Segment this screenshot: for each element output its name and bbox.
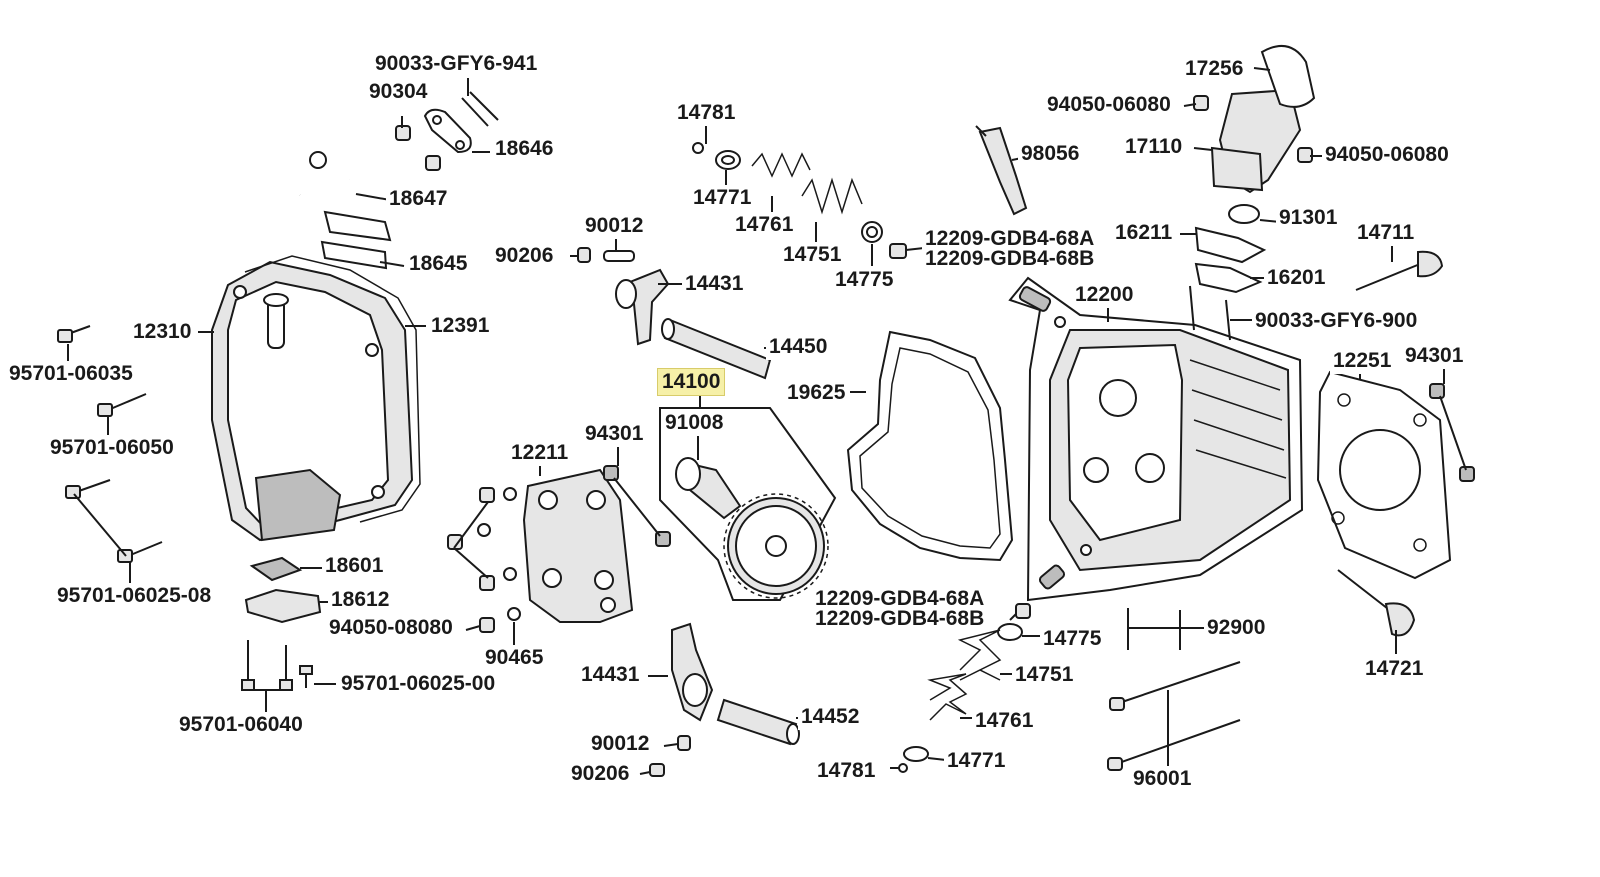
part-label-12209-gdb4-68b-top[interactable]: 12209-GDB4-68B bbox=[922, 246, 1098, 272]
part-label-95701-06025-08[interactable]: 95701-06025-08 bbox=[54, 583, 215, 609]
part-label-18645[interactable]: 18645 bbox=[406, 251, 471, 277]
rocker-arm-bottom bbox=[649, 622, 800, 777]
intake-manifold bbox=[1193, 44, 1316, 194]
valve-spring-set-bottom bbox=[898, 603, 1031, 773]
nuts-washers bbox=[447, 487, 521, 633]
part-label-14711[interactable]: 14711 bbox=[1354, 220, 1418, 246]
part-label-94301-mid[interactable]: 94301 bbox=[582, 421, 647, 447]
part-label-95701-06040[interactable]: 95701-06040 bbox=[176, 712, 306, 738]
valve-spring-set-top bbox=[692, 142, 907, 259]
part-label-90033-gfy6-900[interactable]: 90033-GFY6-900 bbox=[1252, 308, 1421, 334]
part-label-98056[interactable]: 98056 bbox=[1018, 141, 1083, 167]
camshaft-group-outline bbox=[659, 407, 837, 601]
part-label-92900[interactable]: 92900 bbox=[1204, 615, 1269, 641]
part-label-95701-06050[interactable]: 95701-06050 bbox=[47, 435, 177, 461]
rocker-arm-top bbox=[577, 247, 772, 380]
part-label-16201[interactable]: 16201 bbox=[1264, 265, 1329, 291]
intake-gaskets bbox=[1189, 204, 1267, 341]
part-label-14775-bottom[interactable]: 14775 bbox=[1040, 626, 1105, 652]
part-label-14775-top[interactable]: 14775 bbox=[832, 267, 897, 293]
part-label-16211[interactable]: 16211 bbox=[1112, 220, 1176, 246]
valves bbox=[1337, 250, 1444, 637]
cylinder-head-cover bbox=[211, 260, 414, 542]
part-label-18646[interactable]: 18646 bbox=[492, 136, 557, 162]
part-label-91008[interactable]: 91008 bbox=[662, 410, 727, 436]
part-label-14431-bottom[interactable]: 14431 bbox=[578, 662, 643, 688]
part-label-18601[interactable]: 18601 bbox=[322, 553, 387, 579]
part-label-94050-08080[interactable]: 94050-08080 bbox=[326, 615, 456, 641]
part-label-96001[interactable]: 96001 bbox=[1130, 766, 1195, 792]
breather-pipe bbox=[280, 107, 392, 270]
cover-gasket-12391 bbox=[244, 255, 421, 523]
part-label-18612[interactable]: 18612 bbox=[328, 587, 393, 613]
part-label-14751-top[interactable]: 14751 bbox=[780, 242, 845, 268]
part-label-95701-06025-00[interactable]: 95701-06025-00 bbox=[338, 671, 499, 697]
part-label-94301-right[interactable]: 94301 bbox=[1402, 343, 1467, 369]
part-label-12200[interactable]: 12200 bbox=[1072, 282, 1137, 308]
part-label-95701-06035[interactable]: 95701-06035 bbox=[6, 361, 136, 387]
part-label-14761-bottom[interactable]: 14761 bbox=[972, 708, 1037, 734]
camshaft bbox=[675, 457, 829, 599]
part-label-17110[interactable]: 17110 bbox=[1122, 134, 1186, 160]
head-gasket-19625 bbox=[846, 330, 1014, 562]
part-label-94050-06080-right[interactable]: 94050-06080 bbox=[1322, 142, 1452, 168]
part-label-90012-bottom[interactable]: 90012 bbox=[588, 731, 653, 757]
camshaft-holder bbox=[522, 468, 634, 623]
dowel-pins-mid bbox=[603, 465, 671, 547]
part-label-14781-top[interactable]: 14781 bbox=[674, 100, 739, 126]
lower-left-parts bbox=[241, 556, 322, 691]
studs-bolts bbox=[1107, 608, 1241, 771]
part-label-18647[interactable]: 18647 bbox=[386, 186, 451, 212]
part-label-12251[interactable]: 12251 bbox=[1330, 348, 1395, 374]
part-label-14781-bottom[interactable]: 14781 bbox=[814, 758, 879, 784]
part-label-14100-highlighted[interactable]: 14100 bbox=[657, 368, 726, 396]
part-label-90012-top[interactable]: 90012 bbox=[582, 213, 647, 239]
bracket-18646 bbox=[395, 91, 499, 171]
part-label-90206-bottom[interactable]: 90206 bbox=[568, 761, 633, 787]
part-label-14751-bottom[interactable]: 14751 bbox=[1012, 662, 1077, 688]
part-label-90033-gfy6-941[interactable]: 90033-GFY6-941 bbox=[372, 51, 541, 77]
part-label-19625[interactable]: 19625 bbox=[784, 380, 849, 406]
part-label-90465[interactable]: 90465 bbox=[482, 645, 547, 671]
part-label-14761-top[interactable]: 14761 bbox=[732, 212, 797, 238]
cylinder-head bbox=[1018, 286, 1292, 590]
part-label-14450[interactable]: 14450 bbox=[766, 334, 831, 360]
part-label-12391[interactable]: 12391 bbox=[428, 313, 493, 339]
part-label-12209-gdb4-68b-bottom[interactable]: 12209-GDB4-68B bbox=[812, 606, 988, 632]
spark-plug bbox=[975, 125, 1028, 216]
part-label-12211[interactable]: 12211 bbox=[508, 440, 572, 466]
cylinder-head-outline bbox=[1008, 276, 1304, 602]
part-label-14771-bottom[interactable]: 14771 bbox=[944, 748, 1009, 774]
left-bolts bbox=[57, 325, 163, 563]
part-label-14452[interactable]: 14452 bbox=[798, 704, 863, 730]
part-label-14721[interactable]: 14721 bbox=[1362, 656, 1427, 682]
part-label-91301[interactable]: 91301 bbox=[1276, 205, 1341, 231]
cylinder-gasket-12251 bbox=[1316, 370, 1475, 580]
part-label-90206-top[interactable]: 90206 bbox=[492, 243, 557, 269]
part-label-12310[interactable]: 12310 bbox=[130, 319, 195, 345]
part-label-14771-top[interactable]: 14771 bbox=[690, 185, 755, 211]
part-label-90304[interactable]: 90304 bbox=[366, 79, 431, 105]
part-label-17256[interactable]: 17256 bbox=[1182, 56, 1247, 82]
part-label-14431-top[interactable]: 14431 bbox=[682, 271, 747, 297]
part-label-94050-06080-left[interactable]: 94050-06080 bbox=[1044, 92, 1174, 118]
